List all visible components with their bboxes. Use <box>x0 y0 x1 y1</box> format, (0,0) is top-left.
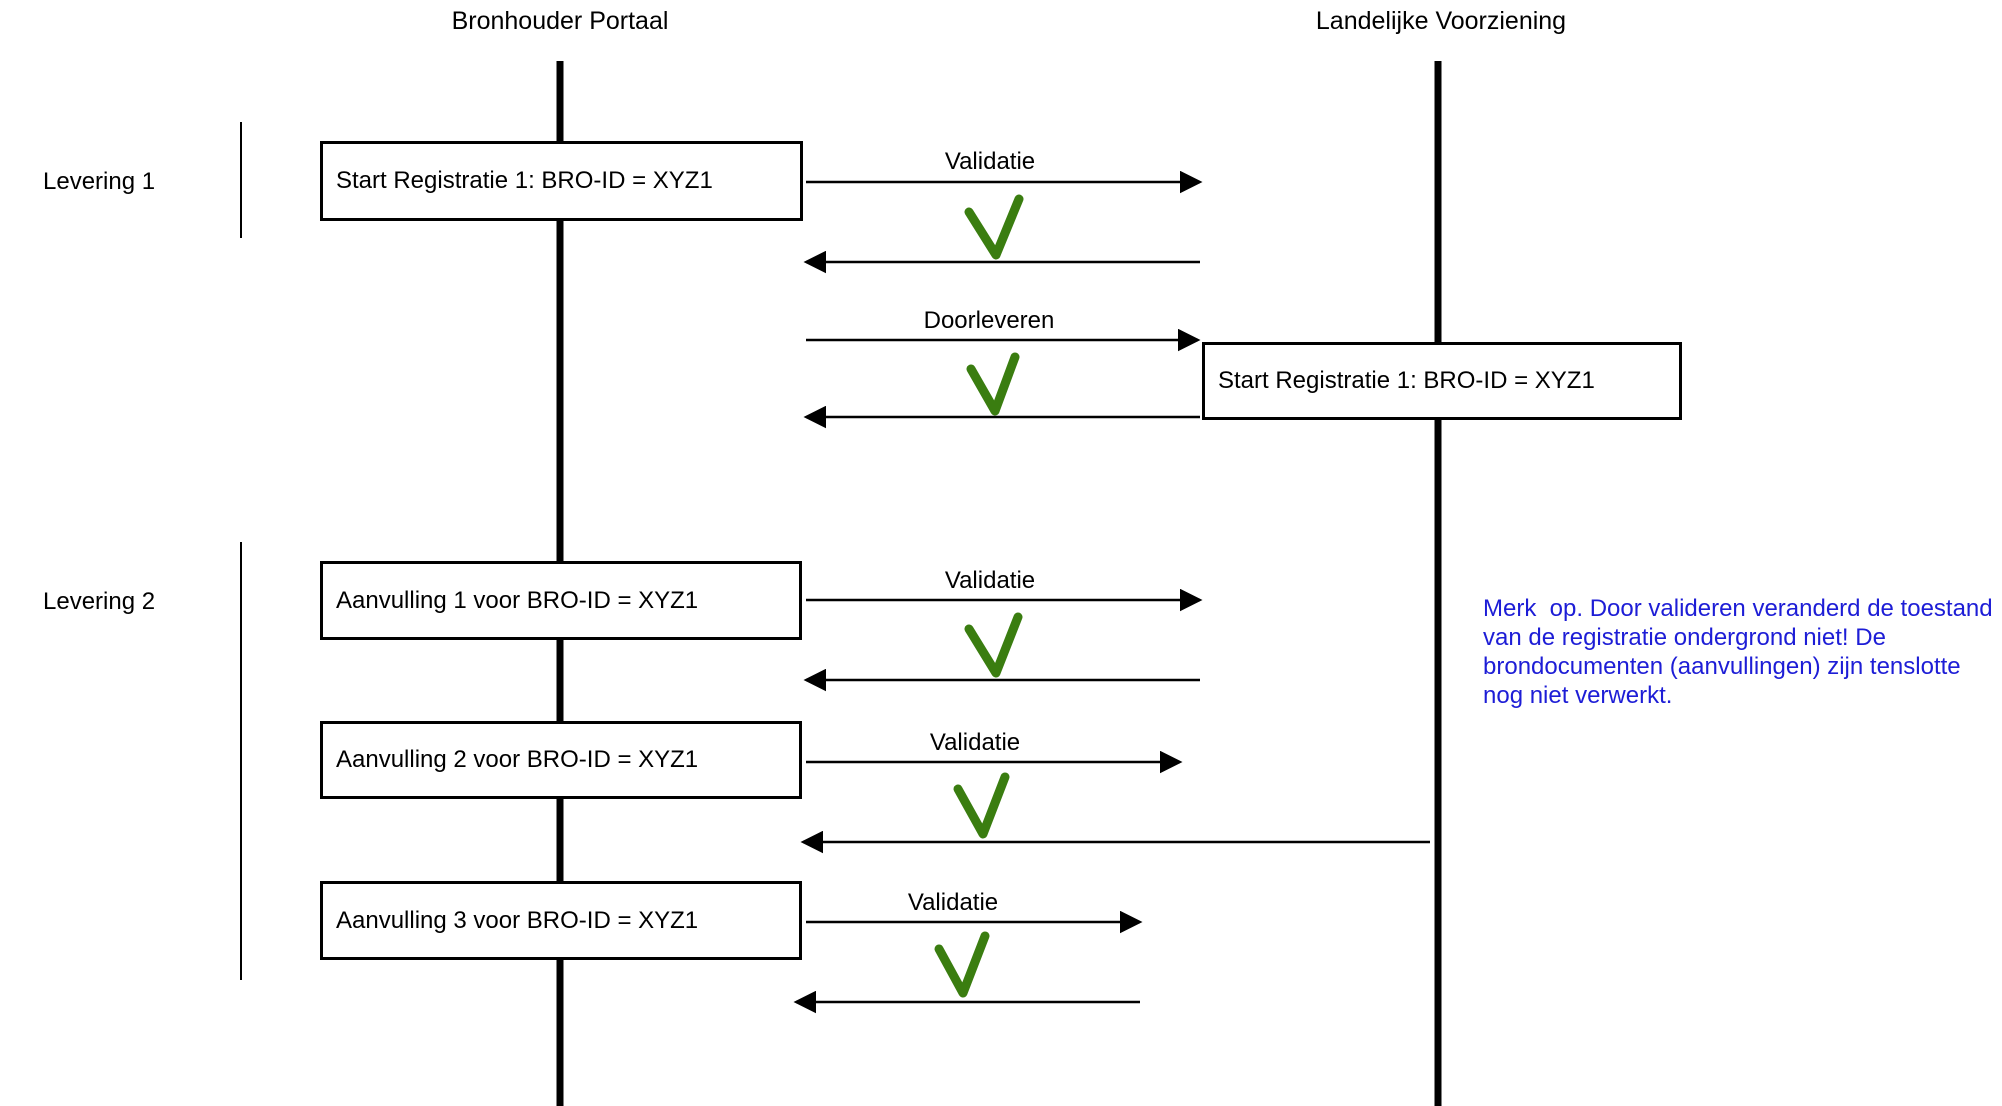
message-label-doorleveren: Doorleveren <box>923 307 1055 334</box>
note-line: van de registratie ondergrond niet! De <box>1483 624 1886 651</box>
box-start-registratie-bronhouder: Start Registratie 1: BRO-ID = XYZ1 <box>320 141 803 221</box>
actor-header-bronhouder-portaal: Bronhouder Portaal <box>451 7 669 35</box>
box-aanvulling-1: Aanvulling 1 voor BRO-ID = XYZ1 <box>320 561 802 640</box>
message-label-validatie-1: Validatie <box>944 148 1036 175</box>
checkmark-icon <box>966 352 1020 416</box>
levering-1-label: Levering 1 <box>43 168 156 195</box>
note-line: Merk op. Door valideren veranderd de toe… <box>1483 595 1993 622</box>
checkmark-icon <box>964 612 1023 678</box>
levering-2-label: Levering 2 <box>43 588 156 615</box>
box-aanvulling-3: Aanvulling 3 voor BRO-ID = XYZ1 <box>320 881 802 960</box>
box-start-registratie-landelijke-voorziening: Start Registratie 1: BRO-ID = XYZ1 <box>1202 342 1682 420</box>
message-label-validatie-3: Validatie <box>929 729 1021 756</box>
checkmark-icon <box>953 772 1010 839</box>
checkmark-icon <box>964 194 1024 260</box>
note-line: nog niet verwerkt. <box>1483 682 1673 709</box>
message-label-validatie-4: Validatie <box>907 889 999 916</box>
message-label-validatie-2: Validatie <box>944 567 1036 594</box>
checkmark-icon <box>934 931 990 998</box>
note-line: brondocumenten (aanvullingen) zijn tensl… <box>1483 653 1961 680</box>
box-aanvulling-2: Aanvulling 2 voor BRO-ID = XYZ1 <box>320 721 802 799</box>
note-text: Merk op. Door valideren veranderd de toe… <box>1483 594 2002 710</box>
actor-header-landelijke-voorziening: Landelijke Voorziening <box>1315 7 1567 35</box>
